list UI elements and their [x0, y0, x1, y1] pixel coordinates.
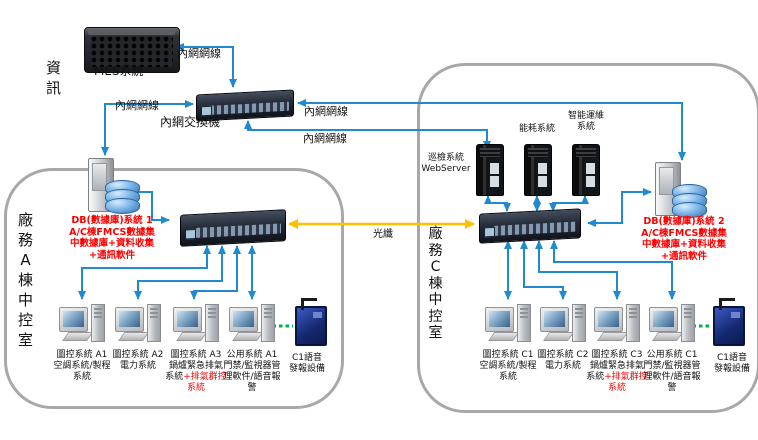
- workstation-title: 公用系統 A1: [226, 350, 278, 360]
- mes-label: MES系統: [94, 64, 144, 78]
- webserver-label: 巡檢系統 WebServer: [419, 153, 473, 175]
- link-label-db1: 內網網線: [115, 99, 159, 112]
- link-label-mes: 內網網線: [177, 47, 221, 60]
- workstation-desc: 電力系統: [119, 361, 156, 371]
- workstation-desc: 門禁/監視器管理軟件/語音報警: [643, 361, 701, 393]
- db1-label-line: 中數據庫+資料收集: [70, 238, 154, 249]
- workstation-desc: 鍋爐緊急排氣系統: [165, 361, 223, 382]
- workstation-desc: 鍋爐緊急排氣系統: [586, 361, 644, 382]
- link-switch-to-webserver: [244, 120, 491, 150]
- workstation-a2-icon: [115, 303, 161, 349]
- zone-c-label: 廠務C棟中控室: [428, 226, 443, 341]
- workstation-a3-icon: [173, 303, 219, 349]
- workstation-title: 圖控系統 A2: [112, 350, 164, 360]
- db2-label: DB(數據庫)系統 2 A/C棟FMCS數據集 中數據庫+資料收集 +通訊軟件: [611, 216, 757, 262]
- switch-c-image: [479, 208, 581, 244]
- link-webserver-to-switch-c: [484, 195, 511, 212]
- voice-device-c-icon: [713, 298, 745, 346]
- link-mes-to-switch: [175, 43, 237, 88]
- db2-label-line: +通訊軟件: [661, 250, 707, 262]
- workstation-title: 圖控系統 C3: [591, 350, 643, 360]
- mes-server-image: [84, 27, 180, 73]
- webserver-label-line: 巡檢系統: [427, 153, 464, 163]
- voice-device-c-label: C1語音 發報設備: [706, 353, 758, 375]
- workstation-desc-red: +排氣群控系統: [183, 372, 227, 393]
- workstation-desc: 電力系統: [544, 361, 581, 371]
- fiber-label: 光纖: [373, 229, 393, 240]
- aiops-server-image: [572, 144, 600, 196]
- workstation-c3-icon: [594, 303, 640, 349]
- workstation-title: 圖控系統 C2: [537, 350, 589, 360]
- workstation-title: 圖控系統 A1: [56, 350, 108, 360]
- link-switch-a-to-ws-a3: [190, 245, 241, 300]
- voice-label-line: C1語音: [291, 353, 322, 363]
- link-switch-to-db1: [101, 100, 194, 156]
- db1-cylinder: [105, 198, 140, 214]
- link-switch-c-to-ws-c4: [550, 240, 676, 300]
- workstation-c2-icon: [540, 303, 586, 349]
- link-label-webserver: 內網網線: [303, 132, 347, 145]
- webserver-tower-image: [476, 144, 504, 196]
- link-switch-to-db2: [297, 99, 686, 161]
- db1-label-line: A/C棟FMCS數據集: [69, 226, 155, 238]
- db2-label-line: A/C棟FMCS數據集: [641, 227, 727, 239]
- voice-device-a-icon: [295, 298, 327, 346]
- workstation-title: 圖控系統 C1: [482, 350, 534, 360]
- workstation-title: 圖控系統 A3: [170, 350, 222, 360]
- energy-label-line: 能耗系統: [518, 124, 555, 134]
- aiops-server-label: 智能運維 系統: [561, 111, 611, 133]
- webserver-label-line: WebServer: [421, 164, 471, 174]
- db2-label-line: 中數據庫+資料收集: [642, 239, 726, 250]
- aiops-label-line: 智能運維: [567, 111, 604, 121]
- link-switch-c-to-db2: [587, 188, 652, 227]
- link-switch-c-to-ws-c3: [535, 240, 621, 300]
- workstation-desc: 空調系統/製程系統: [479, 361, 537, 382]
- aiops-label-line: 系統: [576, 122, 595, 132]
- dept-label: 資訊: [45, 59, 61, 97]
- switch-a-image: [180, 209, 286, 247]
- workstation-a1-icon: [59, 303, 105, 349]
- workstation-desc: 門禁/監視器管理軟件/語音報警: [223, 361, 281, 393]
- voice-label-line: C1語音: [716, 353, 747, 363]
- db-server-1-image: [88, 158, 140, 216]
- link-switch-c-to-ws-c2: [520, 240, 567, 300]
- voice-label-line: 發報設備: [288, 364, 325, 374]
- workstation-desc-red: +排氣群控系統: [604, 372, 648, 393]
- energy-server-image: [524, 144, 552, 196]
- intranet-switch-label: 內網交換機: [160, 115, 221, 129]
- db-server-2-image: [655, 162, 707, 220]
- zone-a-label: 廠務A棟中控室: [17, 211, 33, 349]
- voice-label-line: 發報設備: [713, 364, 750, 374]
- workstation-a4-icon: [229, 303, 275, 349]
- workstation-desc: 空調系統/製程系統: [53, 361, 111, 382]
- db2-label-line: DB(數據庫)系統 2: [643, 216, 725, 227]
- db1-label-line: DB(數據庫)系統 1: [71, 215, 153, 226]
- link-db1-to-switch-a: [129, 188, 170, 224]
- db1-label-line: +通訊軟件: [89, 249, 135, 261]
- link-label-db2: 內網網線: [304, 105, 348, 118]
- zone-a-box: [4, 168, 344, 409]
- voice-device-a-label: C1語音 發報設備: [281, 353, 333, 375]
- workstation-c4-icon: [649, 303, 695, 349]
- db1-label: DB(數據庫)系統 1 A/C棟FMCS數據集 中數據庫+資料收集 +通訊軟件: [52, 215, 172, 261]
- workstation-title: 公用系統 C1: [646, 350, 698, 360]
- db2-cylinder: [672, 202, 707, 218]
- link-aiops-to-switch-c: [549, 195, 589, 212]
- energy-server-label: 能耗系統: [512, 124, 562, 135]
- workstation-c1-icon: [485, 303, 531, 349]
